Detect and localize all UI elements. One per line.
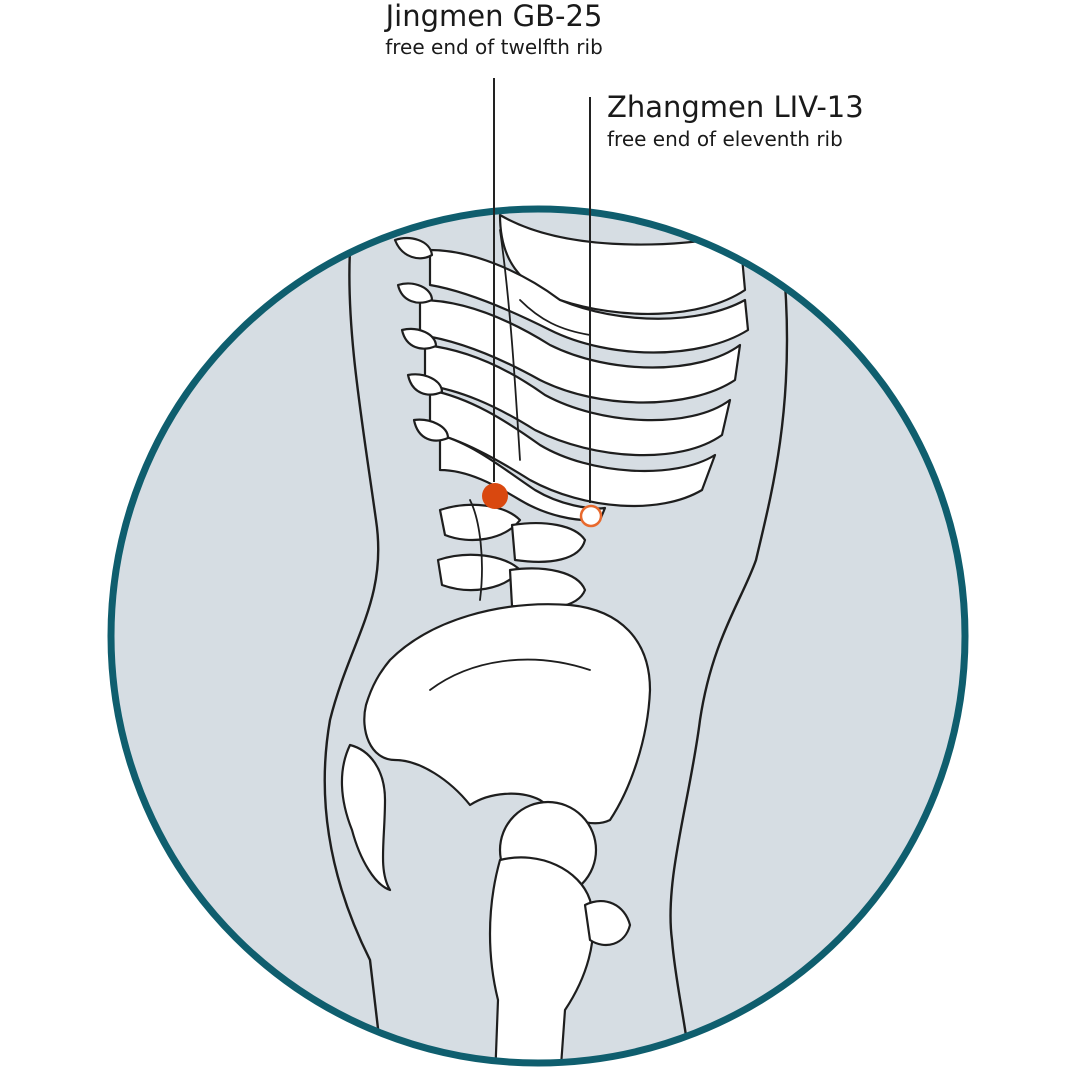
point-location-jingmen: free end of twelfth rib xyxy=(385,35,603,59)
label-zhangmen: Zhangmen LIV-13 free end of eleventh rib xyxy=(607,90,864,151)
acupoint-marker-jingmen[interactable] xyxy=(482,483,508,509)
spine xyxy=(393,237,587,610)
point-name-jingmen: Jingmen GB-25 xyxy=(384,0,603,33)
point-location-zhangmen: free end of eleventh rib xyxy=(607,127,843,151)
femur xyxy=(488,800,632,1063)
acupoint-marker-zhangmen[interactable] xyxy=(579,504,603,528)
point-name-zhangmen: Zhangmen LIV-13 xyxy=(607,90,864,124)
label-jingmen: Jingmen GB-25 free end of twelfth rib xyxy=(384,0,603,59)
circle-frame xyxy=(111,209,965,1063)
rib-cage xyxy=(418,213,750,522)
body-silhouette xyxy=(323,209,789,1063)
frame-ring xyxy=(107,205,969,1067)
